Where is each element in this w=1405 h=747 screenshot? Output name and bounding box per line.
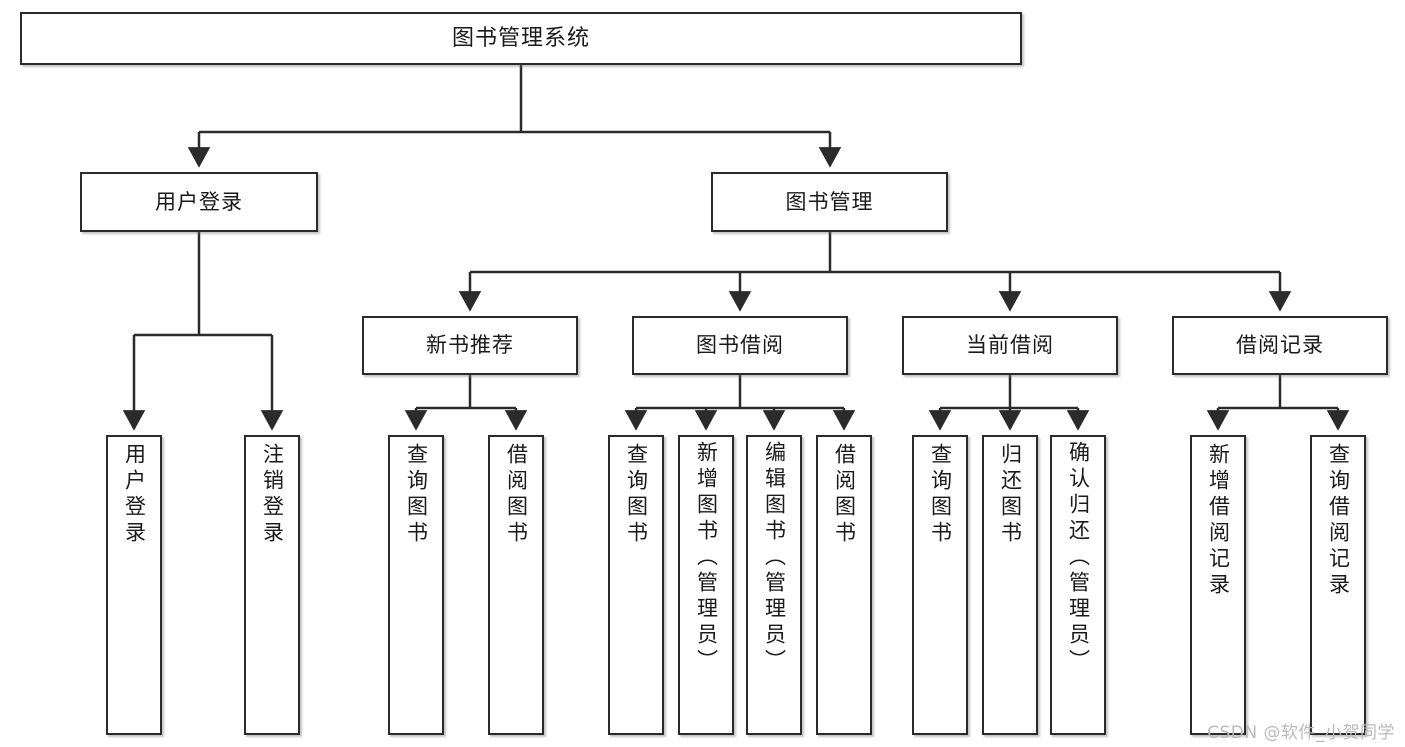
- node-borrow-record[interactable]: 借阅记录: [1172, 316, 1388, 375]
- node-label: 图书管理系统: [451, 25, 590, 51]
- node-label: 查询借阅记录: [1326, 443, 1351, 599]
- node-new-book-recommend[interactable]: 新书推荐: [362, 316, 578, 375]
- node-label: 当前借阅: [966, 333, 1054, 358]
- node-leaf-edit-book-admin[interactable]: 编辑图书（管理员）: [746, 435, 802, 735]
- node-leaf-borrow-book-2[interactable]: 借阅图书: [816, 435, 872, 735]
- node-leaf-query-book-3[interactable]: 查询图书: [912, 435, 968, 735]
- node-label: 查询图书: [624, 443, 649, 547]
- node-label: 借阅记录: [1236, 333, 1324, 358]
- node-leaf-add-book-admin[interactable]: 新增图书（管理员）: [678, 435, 734, 735]
- node-leaf-user-login[interactable]: 用户登录: [106, 435, 162, 735]
- csdn-watermark: CSDN @软件_小贺同学: [1207, 723, 1395, 743]
- node-label: 查询图书: [928, 443, 953, 547]
- node-leaf-borrow-book-1[interactable]: 借阅图书: [488, 435, 544, 735]
- node-root-system[interactable]: 图书管理系统: [20, 12, 1022, 65]
- node-label: 归还图书: [998, 443, 1023, 547]
- node-label: 新书推荐: [426, 333, 514, 358]
- node-leaf-query-book-1[interactable]: 查询图书: [388, 435, 444, 735]
- node-label: 查询图书: [404, 443, 429, 547]
- node-label: 确认归还（管理员）: [1066, 441, 1091, 675]
- node-leaf-query-borrow-record[interactable]: 查询借阅记录: [1310, 435, 1366, 735]
- node-label: 借阅图书: [832, 443, 857, 547]
- node-leaf-user-logout[interactable]: 注销登录: [244, 435, 300, 735]
- node-leaf-return-book[interactable]: 归还图书: [982, 435, 1038, 735]
- node-label: 图书管理: [785, 189, 874, 214]
- node-leaf-confirm-return-admin[interactable]: 确认归还（管理员）: [1050, 435, 1106, 735]
- node-label: 编辑图书（管理员）: [762, 441, 787, 675]
- node-leaf-add-borrow-record[interactable]: 新增借阅记录: [1190, 435, 1246, 735]
- node-label: 借阅图书: [504, 443, 529, 547]
- node-label: 用户登录: [155, 189, 243, 214]
- node-label: 新增图书（管理员）: [694, 441, 719, 675]
- node-label: 用户登录: [122, 443, 147, 547]
- node-book-manage[interactable]: 图书管理: [711, 172, 948, 232]
- node-current-borrow[interactable]: 当前借阅: [902, 316, 1118, 375]
- node-leaf-query-book-2[interactable]: 查询图书: [608, 435, 664, 735]
- node-label: 新增借阅记录: [1206, 443, 1231, 599]
- node-label: 注销登录: [260, 443, 285, 547]
- node-label: 图书借阅: [696, 333, 784, 358]
- node-book-borrow[interactable]: 图书借阅: [632, 316, 848, 375]
- node-user-login[interactable]: 用户登录: [80, 172, 318, 232]
